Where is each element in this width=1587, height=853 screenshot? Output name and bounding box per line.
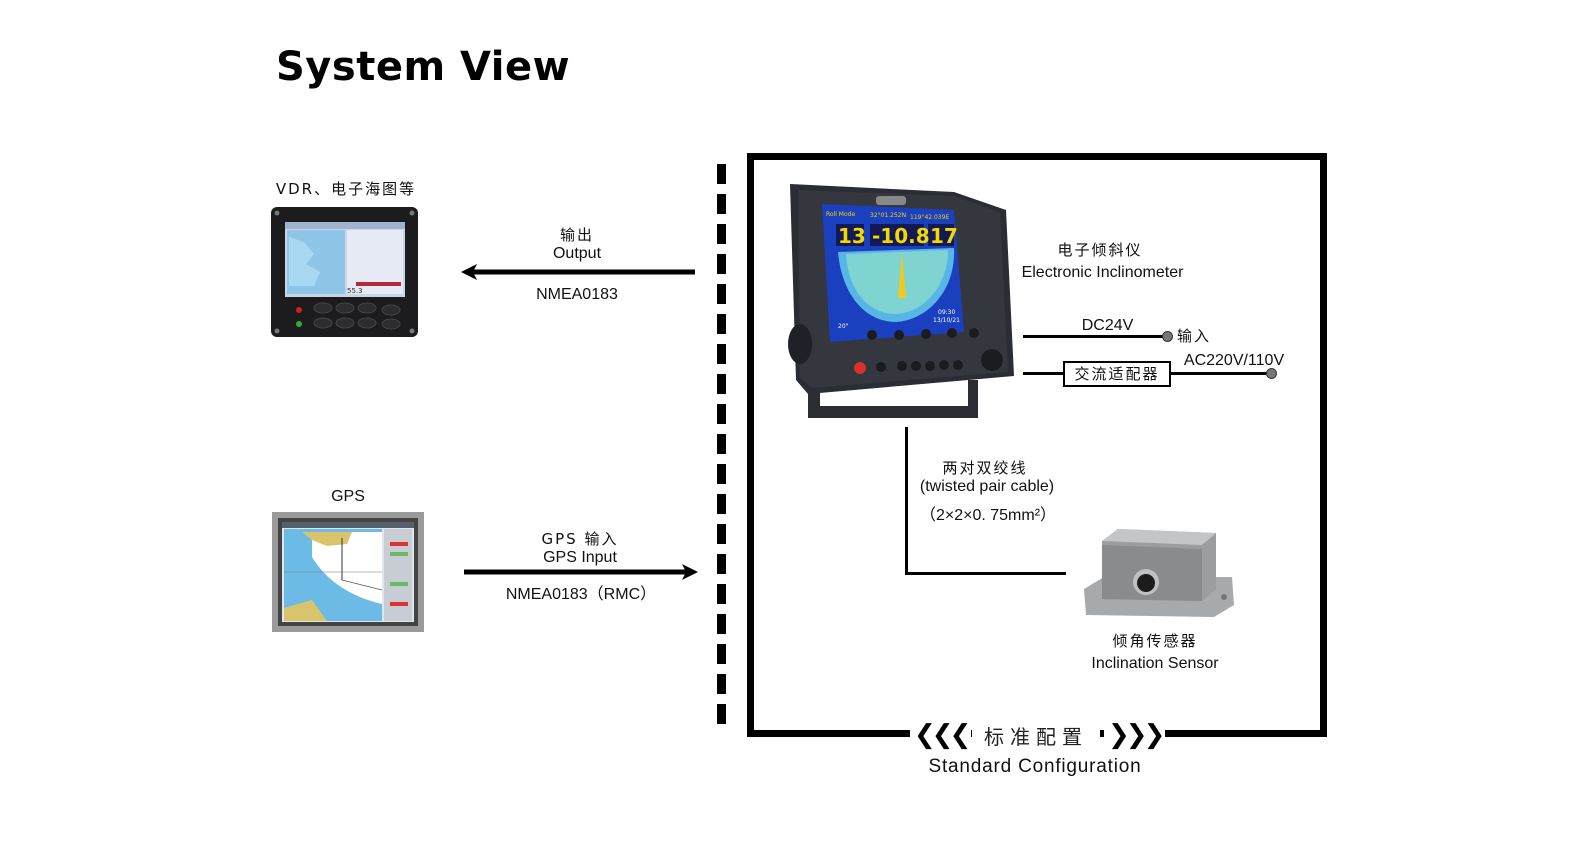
svg-text:Roll Mode: Roll Mode: [826, 211, 855, 218]
output-label-en: Output: [552, 245, 602, 262]
vdr-label: VDR、电子海图等: [275, 180, 417, 198]
gps-device-image: [272, 512, 424, 632]
dc-power-label: DC24V: [1081, 317, 1134, 334]
svg-text:13: 13: [838, 224, 866, 248]
gps-input-label-cn: GPS 输入: [541, 530, 619, 548]
inclinometer-label-cn: 电子倾斜仪: [1057, 241, 1143, 259]
svg-text:17: 17: [930, 224, 958, 248]
svg-text:32°01.252N: 32°01.252N: [870, 212, 906, 219]
cable-label-cn: 两对双绞线: [942, 459, 1028, 477]
gps-input-arrow: [464, 563, 698, 585]
svg-text:13/10/21: 13/10/21: [933, 317, 960, 324]
svg-text:-10.8: -10.8: [872, 224, 930, 248]
dc-terminal-dot: [1162, 331, 1173, 342]
ac-terminal-dot: [1266, 368, 1277, 379]
standard-config-label-cn: 标准配置: [972, 721, 1100, 749]
cable-vertical-line: [905, 427, 908, 575]
svg-text:20": 20": [838, 323, 849, 330]
inclinometer-device-image: 13 -10.8 17 Roll Mode 32°01.252N 119°42.…: [778, 180, 1018, 420]
output-protocol: NMEA0183: [536, 286, 618, 303]
dc-input-label: 输入: [1177, 327, 1212, 345]
output-arrow: [461, 263, 697, 285]
output-label-cn: 输出: [559, 226, 594, 244]
gps-input-label-en: GPS Input: [543, 549, 617, 566]
inclination-sensor-image: [1082, 527, 1237, 617]
chevron-left-icon: ❮❮❮: [910, 720, 971, 750]
svg-text:119°42.039E: 119°42.039E: [910, 214, 949, 221]
cable-label-en: (twisted pair cable): [919, 478, 1055, 495]
cable-spec: （2×2×0. 75mm²）: [919, 507, 1057, 524]
svg-text:09:30: 09:30: [938, 309, 955, 316]
cable-horizontal-line: [905, 572, 1066, 575]
svg-text:55.3: 55.3: [347, 287, 363, 295]
vdr-device-image: 55.3: [271, 207, 418, 337]
dc-power-line: [1023, 335, 1165, 338]
chevron-right-icon: ❯❯❯: [1104, 720, 1165, 750]
page-title: System View: [276, 44, 571, 90]
gps-input-protocol: NMEA0183（RMC）: [505, 586, 657, 603]
ac-power-label: AC220V/110V: [1183, 352, 1285, 369]
sensor-label-en: Inclination Sensor: [1091, 655, 1219, 672]
inclinometer-label-en: Electronic Inclinometer: [1021, 264, 1184, 281]
standard-config-label-en: Standard Configuration: [928, 756, 1142, 777]
sensor-label-cn: 倾角传感器: [1112, 632, 1198, 650]
gps-label: GPS: [331, 488, 365, 505]
ac-adapter-box: 交流适配器: [1063, 361, 1171, 387]
